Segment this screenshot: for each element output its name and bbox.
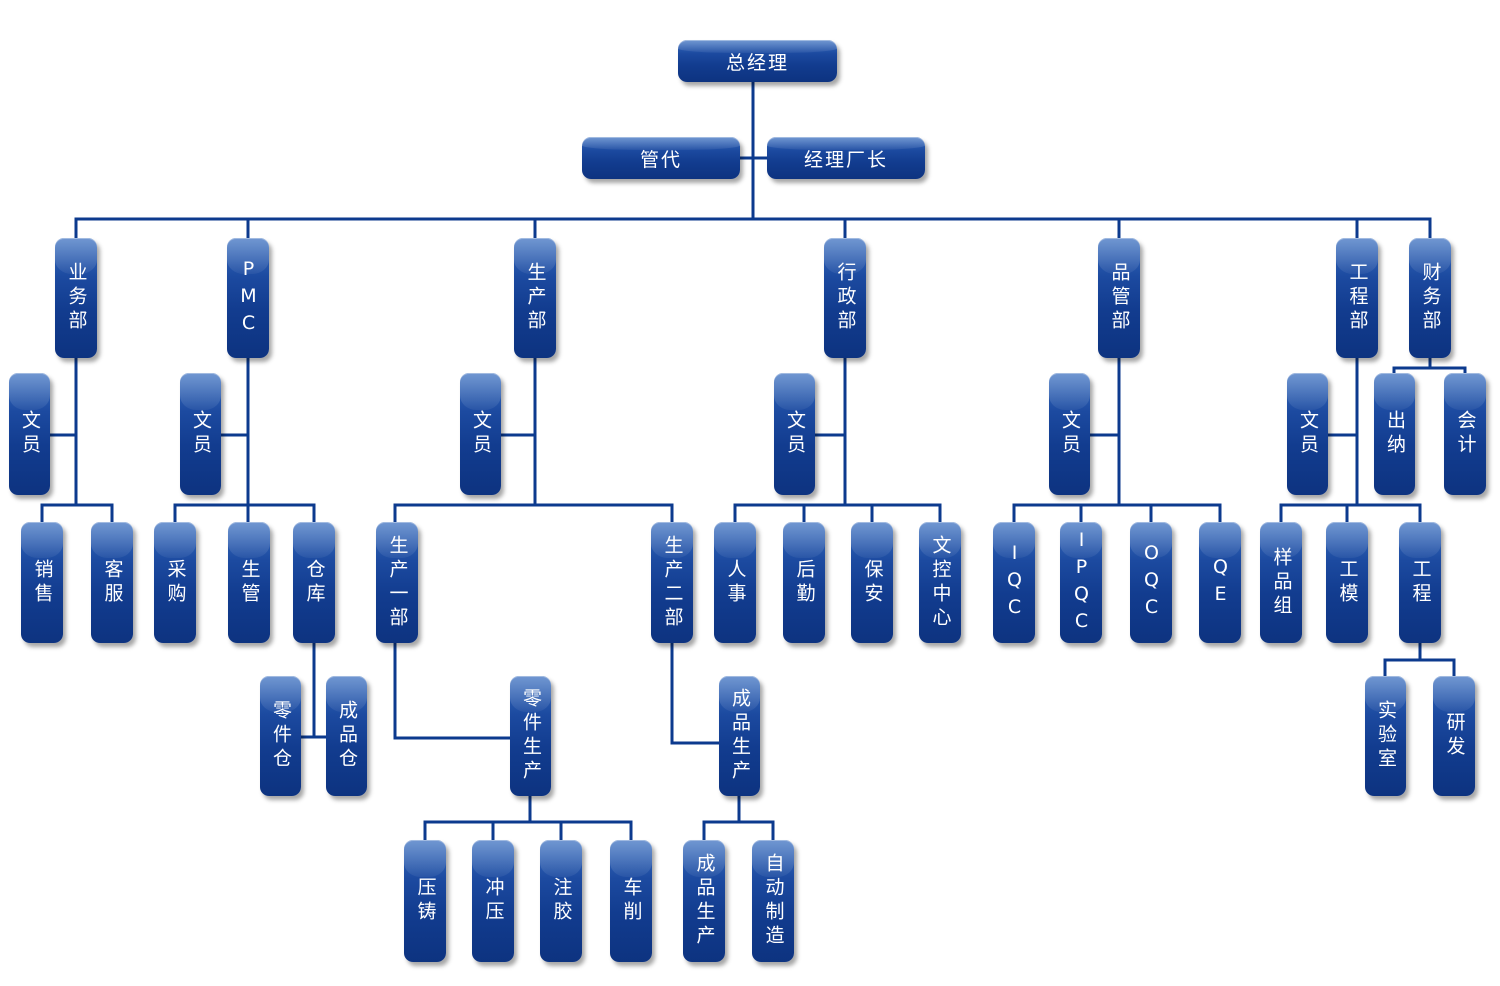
turning-label: 车削: [620, 877, 643, 925]
finished-production-line-label: 成品生产: [693, 853, 716, 949]
purchasing-label: 采购: [164, 558, 187, 607]
sales-dept-label: 业务部: [65, 262, 88, 334]
document-center-label: 文控中心: [929, 534, 952, 631]
tooling-label: 工模: [1336, 558, 1359, 607]
oqc-label: OQC: [1140, 542, 1163, 623]
general-manager-box: 总经理: [678, 40, 837, 82]
warehouse-box: 仓库: [293, 522, 335, 643]
engineering-box: 工程: [1399, 522, 1441, 643]
management-rep-label: 管代: [639, 148, 682, 171]
engineering-dept-box: 工程部: [1336, 238, 1378, 358]
parts-warehouse-label: 零件仓: [270, 700, 292, 772]
production-control-box: 生管: [228, 522, 270, 643]
engineering-dept-label: 工程部: [1346, 262, 1369, 334]
iqc-box: IQC: [993, 522, 1035, 643]
sample-team-box: 样品组: [1260, 522, 1302, 643]
production-dept-label: 生产部: [524, 262, 547, 334]
qe-box: QE: [1199, 522, 1241, 643]
cashier-box: 出纳: [1374, 373, 1415, 495]
management-rep-box: 管代: [582, 137, 740, 179]
tooling-box: 工模: [1326, 522, 1368, 643]
accounting-box: 会计: [1444, 373, 1486, 495]
production-2-label: 生产二部: [661, 534, 684, 631]
finished-production-box: 成品生产: [719, 676, 760, 796]
qa-clerk-box: 文员: [1049, 373, 1090, 495]
production-clerk-box: 文员: [460, 373, 501, 495]
laboratory-label: 实验室: [1375, 700, 1397, 772]
sales-label: 销售: [31, 558, 54, 607]
engineering-clerk-box: 文员: [1287, 373, 1328, 495]
hr-label: 人事: [724, 558, 747, 607]
automation-box: 自动制造: [752, 840, 794, 962]
sample-team-label: 样品组: [1270, 546, 1293, 619]
production-2-box: 生产二部: [651, 522, 693, 643]
production-control-label: 生管: [238, 558, 261, 607]
sales-clerk-label: 文员: [19, 410, 41, 458]
general-manager-label: 总经理: [725, 51, 789, 74]
ipqc-label: IPQC: [1070, 528, 1093, 637]
warehouse-label: 仓库: [303, 558, 326, 607]
admin-clerk-box: 文员: [774, 373, 815, 495]
sales-dept-box: 业务部: [55, 238, 97, 358]
finished-production-line-box: 成品生产: [683, 840, 725, 962]
production-1-label: 生产一部: [386, 534, 409, 631]
sales-clerk-box: 文员: [9, 373, 50, 495]
production-clerk-label: 文员: [470, 410, 492, 458]
accounting-label: 会计: [1454, 410, 1477, 458]
finance-dept-label: 财务部: [1419, 262, 1442, 334]
oqc-box: OQC: [1130, 522, 1172, 643]
customer-service-label: 客服: [101, 558, 124, 607]
pmc-dept-label: PMC: [237, 257, 260, 339]
parts-production-label: 零件生产: [520, 688, 542, 784]
document-center-box: 文控中心: [919, 522, 961, 643]
factory-manager-box: 经理厂长: [767, 137, 925, 179]
finished-production-label: 成品生产: [729, 688, 751, 784]
stamping-label: 冲压: [482, 877, 505, 925]
pmc-clerk-label: 文员: [190, 410, 212, 458]
stamping-box: 冲压: [472, 840, 514, 962]
iqc-label: IQC: [1003, 542, 1026, 623]
finished-goods-warehouse-box: 成品仓: [326, 676, 367, 796]
factory-manager-label: 经理厂长: [803, 148, 888, 171]
admin-clerk-label: 文员: [784, 410, 806, 458]
engineering-clerk-label: 文员: [1297, 410, 1319, 458]
laboratory-box: 实验室: [1365, 676, 1406, 796]
sales-box: 销售: [21, 522, 63, 643]
security-box: 保安: [851, 522, 893, 643]
pmc-dept-box: PMC: [227, 238, 269, 358]
turning-box: 车削: [610, 840, 652, 962]
logistics-label: 后勤: [793, 558, 816, 607]
production-1-box: 生产一部: [376, 522, 418, 643]
cashier-label: 出纳: [1384, 410, 1406, 458]
qa-dept-box: 品管部: [1098, 238, 1140, 358]
injection-box: 注胶: [540, 840, 582, 962]
security-label: 保安: [861, 558, 884, 607]
hr-box: 人事: [714, 522, 756, 643]
automation-label: 自动制造: [762, 853, 785, 949]
rnd-box: 研发: [1433, 676, 1475, 796]
customer-service-box: 客服: [91, 522, 133, 643]
qa-dept-label: 品管部: [1108, 262, 1131, 334]
finished-goods-warehouse-label: 成品仓: [336, 700, 358, 772]
admin-dept-label: 行政部: [834, 262, 857, 334]
qa-clerk-label: 文员: [1059, 410, 1081, 458]
admin-dept-box: 行政部: [824, 238, 866, 358]
rnd-label: 研发: [1443, 712, 1466, 760]
pmc-clerk-box: 文员: [180, 373, 221, 495]
injection-label: 注胶: [550, 877, 573, 925]
ipqc-box: IPQC: [1060, 522, 1102, 643]
qe-label: QE: [1209, 555, 1232, 610]
engineering-label: 工程: [1409, 558, 1432, 607]
production-dept-box: 生产部: [514, 238, 556, 358]
parts-production-box: 零件生产: [510, 676, 551, 796]
parts-warehouse-box: 零件仓: [260, 676, 301, 796]
die-casting-box: 压铸: [404, 840, 446, 962]
purchasing-box: 采购: [154, 522, 196, 643]
die-casting-label: 压铸: [414, 877, 437, 925]
logistics-box: 后勤: [783, 522, 825, 643]
finance-dept-box: 财务部: [1409, 238, 1451, 358]
